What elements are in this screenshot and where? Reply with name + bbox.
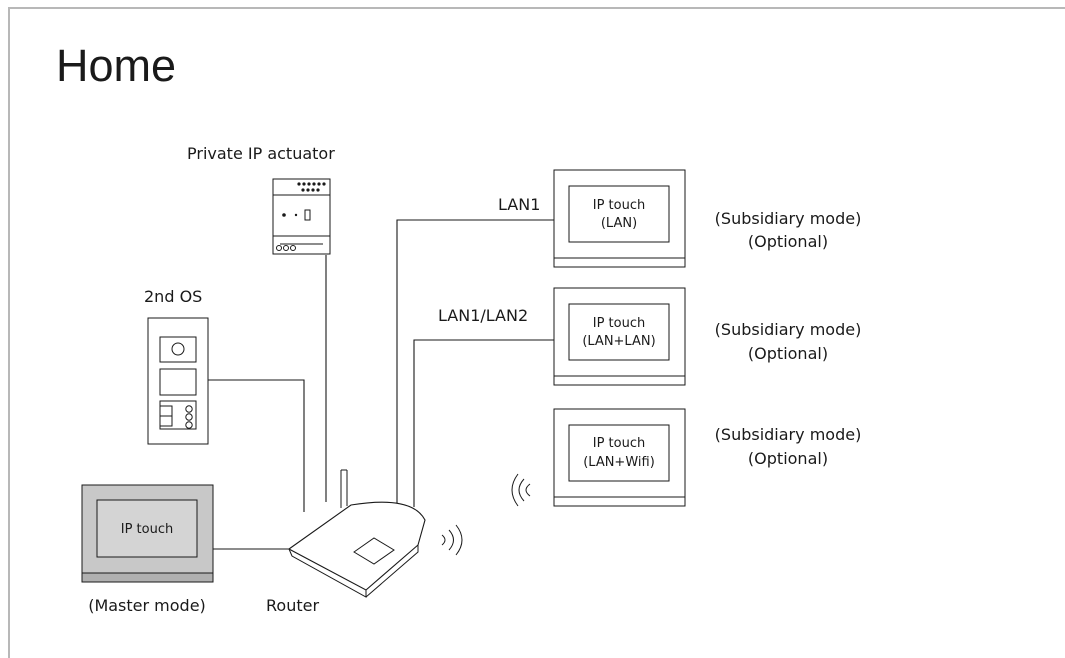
monitor-lan-lan-screen-line2: (LAN+LAN) <box>582 334 655 349</box>
router-label: Router <box>266 596 319 615</box>
lan1-lan2-label: LAN1/LAN2 <box>438 306 528 325</box>
lan1-label: LAN1 <box>498 195 540 214</box>
router: Router <box>266 469 463 615</box>
monitor-lan-lan: LAN1/LAN2 IP touch (LAN+LAN) (Subsidiary… <box>438 287 862 386</box>
second-os-label: 2nd OS <box>144 287 202 306</box>
monitor-lan-wifi-mode: (Subsidiary mode) <box>715 425 862 444</box>
monitor-icon-lan-lan <box>553 287 686 386</box>
outdoor-station-icon <box>147 317 209 445</box>
monitor-lan-wifi-note: (Optional) <box>748 449 828 468</box>
cable-lan1 <box>396 219 554 506</box>
monitor-lan-screen-line2: (LAN) <box>601 216 637 231</box>
private-ip-actuator: Private IP actuator <box>187 144 335 255</box>
router-icon <box>287 469 426 598</box>
monitor-lan-lan-mode: (Subsidiary mode) <box>715 320 862 339</box>
monitor-icon-lan-wifi <box>553 408 686 507</box>
monitor-lan-lan-note: (Optional) <box>748 344 828 363</box>
frame-top-border <box>8 7 1065 9</box>
monitor-icon-master <box>81 484 214 583</box>
page-title: Home <box>56 40 177 91</box>
monitor-lan-screen-line1: IP touch <box>593 198 645 213</box>
monitor-icon-lan <box>553 169 686 268</box>
monitor-lan-wifi-screen-line2: (LAN+Wifi) <box>583 455 655 470</box>
cable-os-router <box>208 379 305 512</box>
master-mode-caption: (Master mode) <box>88 596 206 615</box>
monitor-lan-wifi-screen-line1: IP touch <box>593 436 645 451</box>
master-monitor-screen-text: IP touch <box>121 522 173 537</box>
cable-lan1-lan2 <box>413 339 554 507</box>
monitor-lan: LAN1 IP touch (LAN) (Subsidiary mode) (O… <box>498 169 862 268</box>
monitor-lan-lan-screen-line1: IP touch <box>593 316 645 331</box>
monitor-lan-mode: (Subsidiary mode) <box>715 209 862 228</box>
monitor-wifi-icon <box>511 473 531 507</box>
monitor-lan-wifi: IP touch (LAN+Wifi) (Subsidiary mode) (O… <box>511 408 862 507</box>
second-outdoor-station: 2nd OS <box>144 287 209 445</box>
private-ip-actuator-label: Private IP actuator <box>187 144 335 163</box>
actuator-icon <box>272 178 331 255</box>
master-monitor: IP touch (Master mode) <box>81 484 214 615</box>
wiring <box>208 219 554 550</box>
frame-left-border <box>8 7 10 658</box>
monitor-lan-note: (Optional) <box>748 232 828 251</box>
router-wifi-icon <box>441 524 463 556</box>
